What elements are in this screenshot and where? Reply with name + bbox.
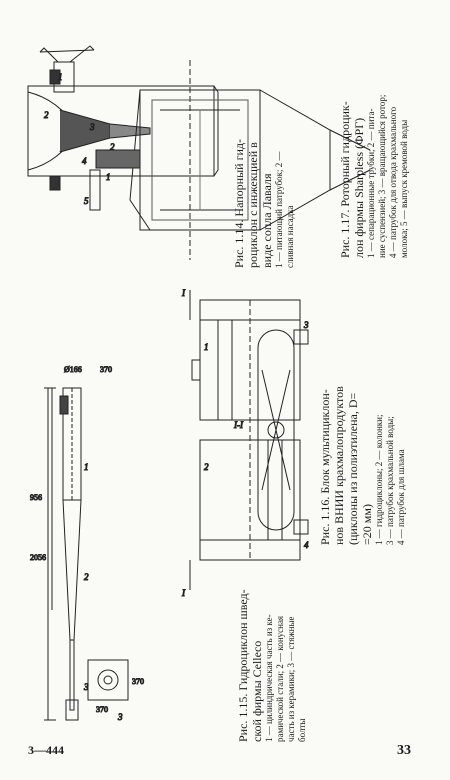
- fig-1-17-label-3: 3: [89, 122, 95, 132]
- fig-1-17-legend-line-3: 4 — патрубок для отвода крахмального: [388, 106, 398, 258]
- fig-1-16-drawing: I I I-I 1 2 3 4: [181, 288, 310, 599]
- fig-1-17-title-line-2: лон фирмы Sharpless (ФРГ): [352, 117, 366, 258]
- fig-1-15-label-3a: 3: [83, 682, 89, 692]
- fig-1-17-title-line-1: Рис. 1.17. Роторный гидроцик-: [338, 101, 352, 258]
- fig-1-16-title-line-4: =20 мм): [360, 504, 374, 545]
- fig-1-15-caption: Рис. 1.15. Гидроциклон швед- ской фирмы …: [236, 492, 308, 742]
- fig-1-14-label-2: 2: [44, 110, 49, 120]
- fig-1-15-dim-b: 370: [96, 705, 108, 714]
- fig-1-14-label-1: 1: [58, 72, 63, 82]
- fig-1-15-title-line-1: Рис. 1.15. Гидроциклон швед-: [236, 589, 250, 742]
- fig-1-15-dim-cyl: 956: [30, 493, 42, 502]
- fig-1-15-dim-length: 2056: [30, 553, 46, 562]
- fig-1-15-label-2: 2: [84, 572, 89, 582]
- fig-1-14-caption: Рис. 1.14. Напорный гид- роциклон с инже…: [232, 18, 296, 268]
- fig-1-15-legend-line-2: рамической стали; 2 — конусная: [275, 615, 285, 742]
- fig-1-17-drawing: 1 2 3 4 5: [82, 60, 371, 260]
- fig-1-15-legend-line-1: 1 — цилиндрическая часть из ке-: [264, 614, 274, 742]
- fig-1-17-label-4: 4: [82, 156, 87, 166]
- fig-1-14-legend-line-1: 1 — питающий патрубок; 2 —: [274, 151, 284, 268]
- fig-1-15-dim-dia: Ø166: [64, 365, 82, 374]
- fig-1-16-label-2: 2: [204, 462, 209, 472]
- fig-1-16-section-mark-2: I: [181, 588, 186, 598]
- fig-1-17-label-1: 1: [106, 172, 111, 182]
- fig-1-17-label-5: 5: [84, 196, 89, 206]
- fig-1-15-title-line-2: ской фирмы Celleco: [250, 640, 264, 742]
- fig-1-16-title-line-2: нов ВНИИ крахмалопродуктов: [332, 386, 346, 545]
- fig-1-16-caption: Рис. 1.16. Блок мультициклон- нов ВНИИ к…: [318, 295, 407, 545]
- fig-1-16-title-line-3: (циклоны из полиэтилена, D=: [346, 392, 360, 545]
- fig-1-16-legend-line-3: 4 — патрубок для шлама: [396, 449, 406, 545]
- page-number: 33: [397, 743, 411, 758]
- fig-1-15-legend-line-4: болты: [297, 718, 307, 742]
- fig-1-16-label-3: 3: [303, 320, 309, 330]
- fig-1-14-drawing: 1 2: [27, 45, 219, 191]
- fig-1-17-legend-line-1: 1 — сепарационные трубки; 2 — пита-: [366, 108, 376, 258]
- fig-1-16-label-1: 1: [204, 342, 209, 352]
- fig-1-15-legend-line-3: часть из керамики; 3 — стяжные: [286, 616, 296, 742]
- fig-1-14-title-line-3: виде сопла Лаваля: [260, 173, 274, 269]
- fig-1-16-section-label: I-I: [233, 420, 244, 430]
- signature-mark: 3—444: [28, 743, 64, 757]
- fig-1-17-legend-line-2: ние суспензией; 3 — вращающийся ротор;: [377, 94, 387, 258]
- fig-1-14-legend-line-2: сливная насадка: [285, 205, 295, 268]
- fig-1-17-label-2: 2: [110, 142, 115, 152]
- fig-1-15-label-3b: 3: [117, 712, 123, 722]
- fig-1-17-caption: Рис. 1.17. Роторный гидроцик- лон фирмы …: [338, 8, 410, 258]
- fig-1-17-legend-line-4: молока; 5 — выпуск кремовой воды: [399, 119, 409, 258]
- fig-1-16-title-line-1: Рис. 1.16. Блок мультициклон-: [318, 389, 332, 545]
- fig-1-15-dim-h: 370: [132, 677, 144, 686]
- fig-1-15-drawing: 2056 956 Ø166 370 370 370 1 2 3 3: [30, 365, 145, 723]
- fig-1-15-label-1: 1: [84, 462, 89, 472]
- fig-1-16-label-4: 4: [304, 540, 309, 550]
- fig-1-16-legend-line-1: 1 — гидроциклоны; 2 — колонки;: [374, 414, 384, 546]
- fig-1-16-legend-line-2: 3 — патрубок крахмальной воды;: [385, 416, 395, 545]
- fig-1-14-title-line-1: Рис. 1.14. Напорный гид-: [232, 138, 246, 268]
- fig-1-16-section-mark-1: I: [181, 288, 186, 298]
- fig-1-15-dim-w: 370: [100, 365, 112, 374]
- fig-1-14-title-line-2: роциклон с инжекцией в: [246, 142, 260, 268]
